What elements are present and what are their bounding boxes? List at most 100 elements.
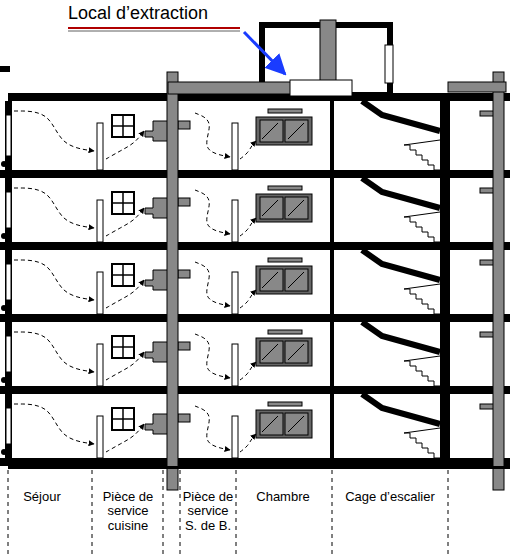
glass-mark	[288, 200, 304, 216]
stair-flight	[362, 394, 440, 424]
airflow-arrow	[195, 113, 230, 157]
window-bar	[112, 202, 134, 204]
roof-duct	[448, 82, 506, 92]
airflow-arrow	[240, 290, 256, 308]
window-bar	[112, 418, 134, 420]
facade-wall	[5, 250, 12, 314]
stair-flight	[362, 322, 440, 352]
glass-mark	[262, 344, 278, 360]
grid-line	[236, 470, 237, 554]
kitchen-extract	[145, 270, 168, 290]
window-bar	[112, 274, 134, 276]
window	[6, 408, 11, 444]
airflow-arrow	[106, 208, 144, 236]
air-inlet	[1, 233, 7, 239]
window-sill	[268, 109, 302, 113]
window-pane	[260, 120, 283, 142]
room-label: Cage d’escalier	[340, 490, 440, 504]
bathroom-extract	[178, 414, 190, 422]
airflow-arrow	[14, 404, 94, 444]
airflow-arrow	[195, 262, 230, 306]
stair-flight	[404, 212, 440, 242]
leader-arrow	[244, 32, 285, 74]
window-sill	[268, 186, 302, 190]
kitchen-window	[112, 336, 134, 358]
air-inlet	[1, 161, 7, 167]
roof-duct	[168, 82, 308, 94]
kitchen-window	[112, 408, 134, 430]
bathroom-extract	[178, 342, 190, 350]
underline	[68, 27, 240, 29]
bedroom-window	[256, 410, 312, 438]
air-inlet	[1, 377, 7, 383]
floor-slab	[0, 242, 510, 250]
exhaust-duct	[320, 20, 336, 88]
floor-slab	[0, 314, 510, 322]
duct-branch	[480, 332, 494, 337]
glass-mark	[288, 416, 304, 432]
grid-line	[163, 470, 164, 554]
airflow-arrow	[14, 332, 94, 372]
kitchen-window	[112, 192, 134, 214]
window	[6, 336, 11, 372]
partition	[97, 416, 103, 458]
room-label: Pièce de service S. de B.	[180, 490, 236, 533]
airflow-arrow	[14, 188, 94, 228]
stair-flight	[362, 178, 440, 208]
airflow-arrow	[195, 190, 230, 234]
airflow-arrow	[14, 260, 94, 300]
duct-branch	[480, 404, 494, 409]
grid-line	[8, 470, 9, 554]
bedroom-window	[256, 194, 312, 222]
partition	[97, 344, 103, 386]
window-bar	[112, 346, 134, 348]
room-label: Chambre	[238, 490, 328, 504]
window	[6, 264, 11, 300]
airflow-arrow	[14, 111, 94, 151]
grid-line	[180, 470, 181, 554]
bedroom-window	[256, 266, 312, 294]
partition	[97, 272, 103, 314]
airflow-arrow	[106, 424, 144, 452]
facade-wall	[5, 394, 12, 458]
air-inlet	[1, 449, 7, 455]
window-pane	[285, 197, 308, 219]
window-pane	[285, 341, 308, 363]
window-pane	[285, 413, 308, 435]
facade-wall	[5, 178, 12, 242]
bedroom-window	[256, 338, 312, 366]
window-pane	[260, 269, 283, 291]
floor-slab	[0, 458, 510, 466]
glass-mark	[262, 416, 278, 432]
roof-edge	[0, 66, 10, 72]
window-pane	[260, 413, 283, 435]
bathroom-extract	[178, 198, 190, 206]
grid-line	[448, 470, 449, 554]
glass-mark	[288, 123, 304, 139]
window-pane	[260, 341, 283, 363]
airflow-arrow	[240, 141, 256, 159]
callout-label: Local d’extraction	[68, 4, 208, 24]
window-sill	[268, 402, 302, 406]
partition	[232, 123, 238, 170]
airflow-arrow	[106, 352, 144, 380]
wall	[330, 394, 334, 458]
airflow-arrow	[240, 434, 256, 452]
airflow-arrow	[106, 131, 144, 159]
glass-mark	[262, 123, 278, 139]
glass-mark	[262, 200, 278, 216]
window-pane	[285, 120, 308, 142]
glass-mark	[262, 272, 278, 288]
window-pane	[285, 269, 308, 291]
room-label: Séjour	[7, 490, 77, 504]
floor-slab	[0, 386, 510, 394]
wall	[330, 101, 334, 170]
vertical-duct	[493, 72, 504, 490]
stair-flight	[404, 428, 440, 458]
stair-wall	[440, 93, 450, 465]
window	[6, 115, 11, 156]
stair-flight	[362, 101, 440, 131]
airflow-arrow	[195, 406, 230, 450]
bathroom-extract	[178, 270, 190, 278]
